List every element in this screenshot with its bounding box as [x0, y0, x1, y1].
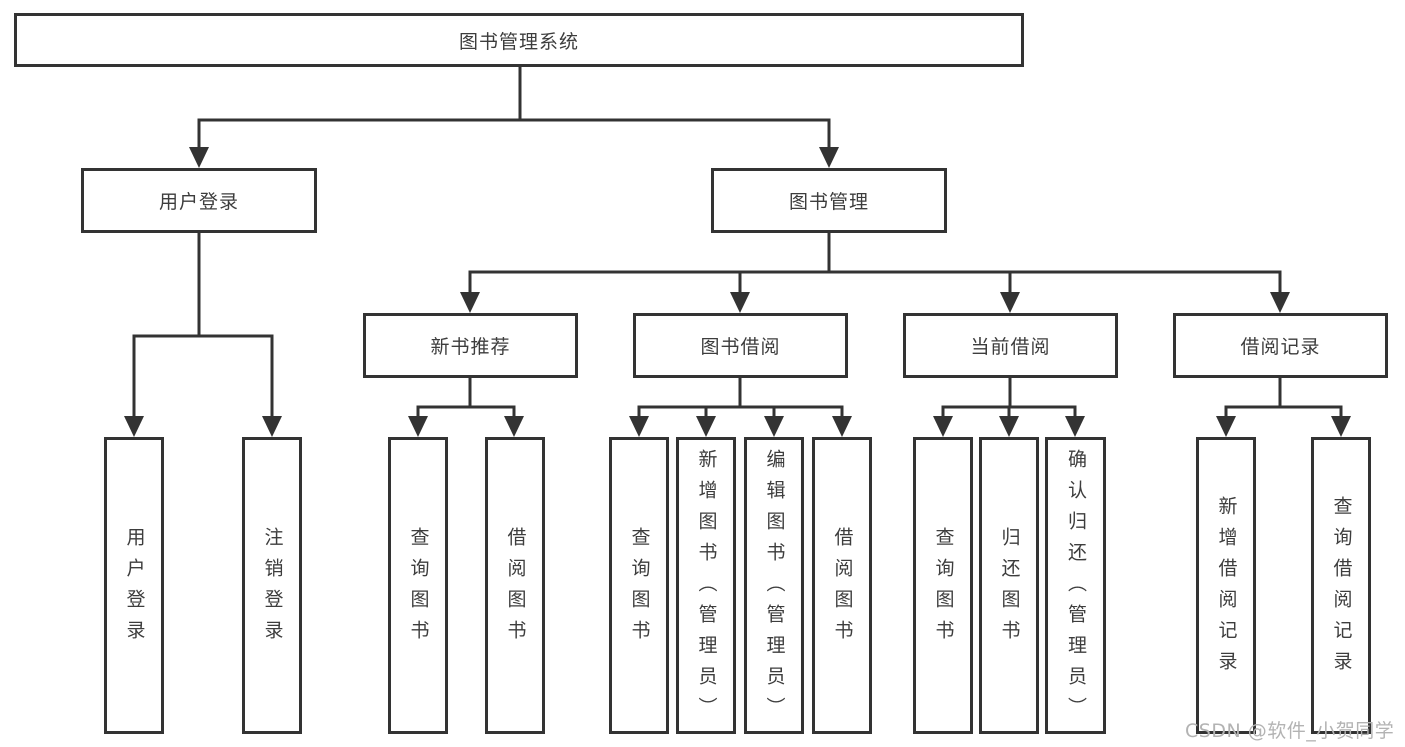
leaf-add-books-admin: 新增图书（管理员） [676, 437, 736, 734]
leaf-logout: 注销登录 [242, 437, 302, 734]
node-user-login: 用户登录 [81, 168, 317, 233]
node-book-borrow: 图书借阅 [633, 313, 848, 378]
leaf-query-books-borrow: 查询图书 [609, 437, 669, 734]
leaf-query-books-current: 查询图书 [913, 437, 973, 734]
leaf-edit-books-admin: 编辑图书（管理员） [744, 437, 804, 734]
leaf-borrow-books-recommend: 借阅图书 [485, 437, 545, 734]
node-current-borrow: 当前借阅 [903, 313, 1118, 378]
node-borrow-records: 借阅记录 [1173, 313, 1388, 378]
leaf-query-books-recommend: 查询图书 [388, 437, 448, 734]
leaf-query-borrow-record: 查询借阅记录 [1311, 437, 1371, 734]
node-book-management: 图书管理 [711, 168, 947, 233]
leaf-return-books: 归还图书 [979, 437, 1039, 734]
leaf-confirm-return-admin: 确认归还（管理员） [1045, 437, 1106, 734]
node-root-library-management-system: 图书管理系统 [14, 13, 1024, 67]
leaf-borrow-books: 借阅图书 [812, 437, 872, 734]
node-new-book-recommend: 新书推荐 [363, 313, 578, 378]
leaf-user-login: 用户登录 [104, 437, 164, 734]
csdn-watermark: CSDN @软件_小贺同学 [1185, 720, 1395, 742]
leaf-add-borrow-record: 新增借阅记录 [1196, 437, 1256, 734]
